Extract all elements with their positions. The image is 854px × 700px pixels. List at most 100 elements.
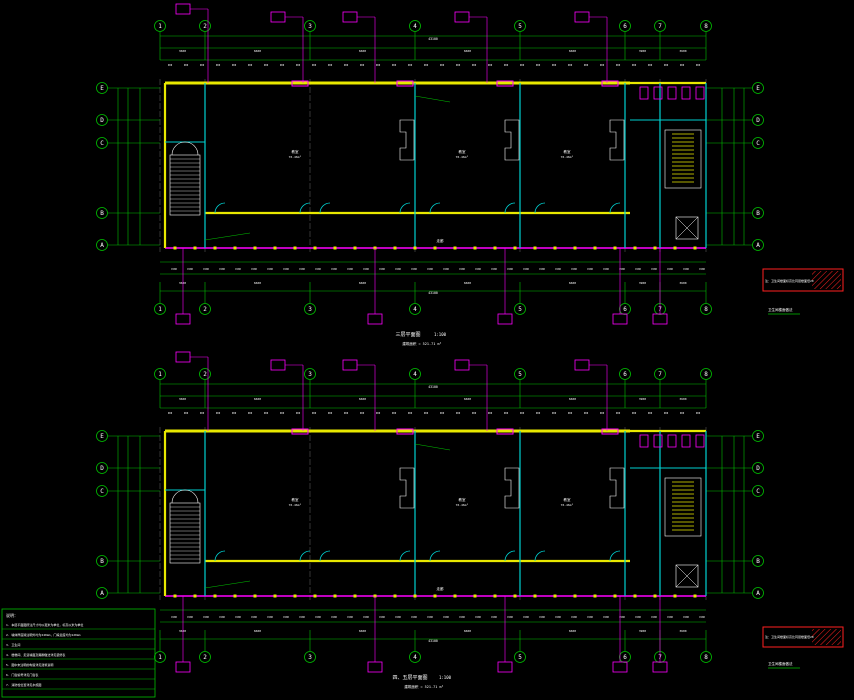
opening-dimension: 1500	[571, 616, 577, 619]
opening-dimension: 1500	[683, 616, 689, 619]
elevator-shaft	[675, 564, 699, 588]
row-bubble-left	[96, 485, 108, 497]
column-marker	[553, 594, 557, 598]
legend-text-bottom: 注：卫生间楼面标高比同层楼面低20	[765, 634, 814, 639]
door-swing	[299, 550, 311, 562]
opening-dimension: 900	[392, 64, 397, 67]
column-marker	[413, 594, 417, 598]
door-swing	[609, 202, 621, 214]
room-label-1-area: 76.46m²	[289, 155, 302, 159]
axis-label-top: 6	[623, 371, 627, 378]
notes-line: 3. 卫生间	[6, 642, 20, 647]
bay-dimension: 3600	[679, 281, 686, 285]
opening-dimension: 900	[520, 64, 525, 67]
bay-dimension: 3600	[679, 397, 686, 401]
axis-bubble-top	[409, 20, 421, 32]
axis-bubble-bottom	[700, 303, 712, 315]
column-marker	[193, 594, 197, 598]
opening-dimension: 900	[600, 412, 605, 415]
window	[496, 80, 514, 87]
row-label-right: B	[756, 558, 760, 565]
opening-dimension: 900	[264, 412, 269, 415]
opening-dimension: 1500	[235, 268, 241, 271]
row-label-left: A	[100, 242, 104, 249]
opening-dimension: 900	[504, 64, 509, 67]
opening-dimension: 1500	[539, 616, 545, 619]
row-bubble-right	[752, 137, 764, 149]
bay-dimension: 6600	[569, 49, 576, 53]
opening-dimension: 1500	[475, 616, 481, 619]
row-label-left: B	[100, 558, 104, 565]
opening-dimension: 900	[680, 412, 685, 415]
column-marker	[293, 246, 297, 250]
axis-bubble-top	[199, 20, 211, 32]
opening-dimension: 900	[424, 64, 429, 67]
row-bubble-left	[96, 555, 108, 567]
opening-dimension: 1500	[171, 268, 177, 271]
leader-line	[414, 443, 451, 451]
opening-dimension: 900	[376, 412, 381, 415]
column-marker	[513, 594, 517, 598]
column-marker	[673, 246, 677, 250]
axis-label-bottom: 2	[203, 654, 207, 661]
opening-dimension: 900	[328, 412, 333, 415]
window	[396, 80, 414, 87]
column-marker	[513, 246, 517, 250]
opening-dimension: 1500	[251, 616, 257, 619]
opening-dimension: 900	[328, 64, 333, 67]
column-marker	[533, 246, 537, 250]
stair-left	[169, 502, 201, 564]
axis-label-top: 6	[623, 23, 627, 30]
room-label-2-area: 76.46m²	[456, 155, 469, 159]
opening-dimension: 900	[360, 412, 365, 415]
column-marker	[613, 594, 617, 598]
toilet-stall	[653, 86, 663, 100]
row-bubble-right	[752, 207, 764, 219]
toilet-stall	[667, 434, 677, 448]
row-bubble-right	[752, 430, 764, 442]
column-marker	[493, 246, 497, 250]
axis-bubble-bottom	[304, 651, 316, 663]
opening-dimension: 1500	[459, 268, 465, 271]
opening-dimension: 1500	[667, 268, 673, 271]
legend-block-top: 注：卫生间楼面标高比同层楼面低20 卫生间楼面做法	[762, 268, 844, 315]
row-label-left: B	[100, 210, 104, 217]
opening-dimension: 1500	[507, 268, 513, 271]
legend-hatch-top	[812, 271, 841, 289]
axis-bubble-bottom	[619, 651, 631, 663]
opening-dimension: 1500	[491, 616, 497, 619]
leader-line	[204, 580, 251, 589]
room-label-3-area: 76.46m²	[561, 155, 574, 159]
third-floor-plan: 1122334455667788431004310036003600660066…	[96, 3, 764, 325]
opening-dimension: 1500	[219, 268, 225, 271]
column-marker	[433, 594, 437, 598]
plan-scale-fourth-fifth-floor: 1:100	[439, 675, 452, 680]
opening-dimension: 1500	[187, 616, 193, 619]
column-marker	[573, 246, 577, 250]
toilet-stall	[681, 86, 691, 100]
opening-dimension: 1500	[395, 616, 401, 619]
opening-dimension: 1500	[459, 616, 465, 619]
opening-dimension: 1500	[235, 616, 241, 619]
notes-line: 7. 消防栓位置详见水施图	[6, 682, 41, 687]
opening-dimension: 1500	[283, 268, 289, 271]
room-label-1-area: 76.46m²	[289, 503, 302, 507]
bay-dimension: 6600	[254, 629, 261, 633]
column-marker	[653, 246, 657, 250]
legend-text-top: 注：卫生间楼面标高比同层楼面低20	[765, 278, 814, 283]
opening-dimension: 1500	[363, 616, 369, 619]
opening-dimension: 1500	[315, 268, 321, 271]
opening-dimension: 1500	[491, 268, 497, 271]
door-swing	[504, 550, 516, 562]
door-swing	[504, 202, 516, 214]
opening-dimension: 900	[392, 412, 397, 415]
axis-label-bottom: 5	[518, 306, 522, 313]
column-marker	[213, 594, 217, 598]
column-marker	[233, 594, 237, 598]
opening-dimension: 1500	[587, 616, 593, 619]
bay-dimension: 6600	[569, 281, 576, 285]
row-label-left: D	[100, 117, 104, 124]
column-marker	[253, 594, 257, 598]
opening-dimension: 900	[280, 64, 285, 67]
